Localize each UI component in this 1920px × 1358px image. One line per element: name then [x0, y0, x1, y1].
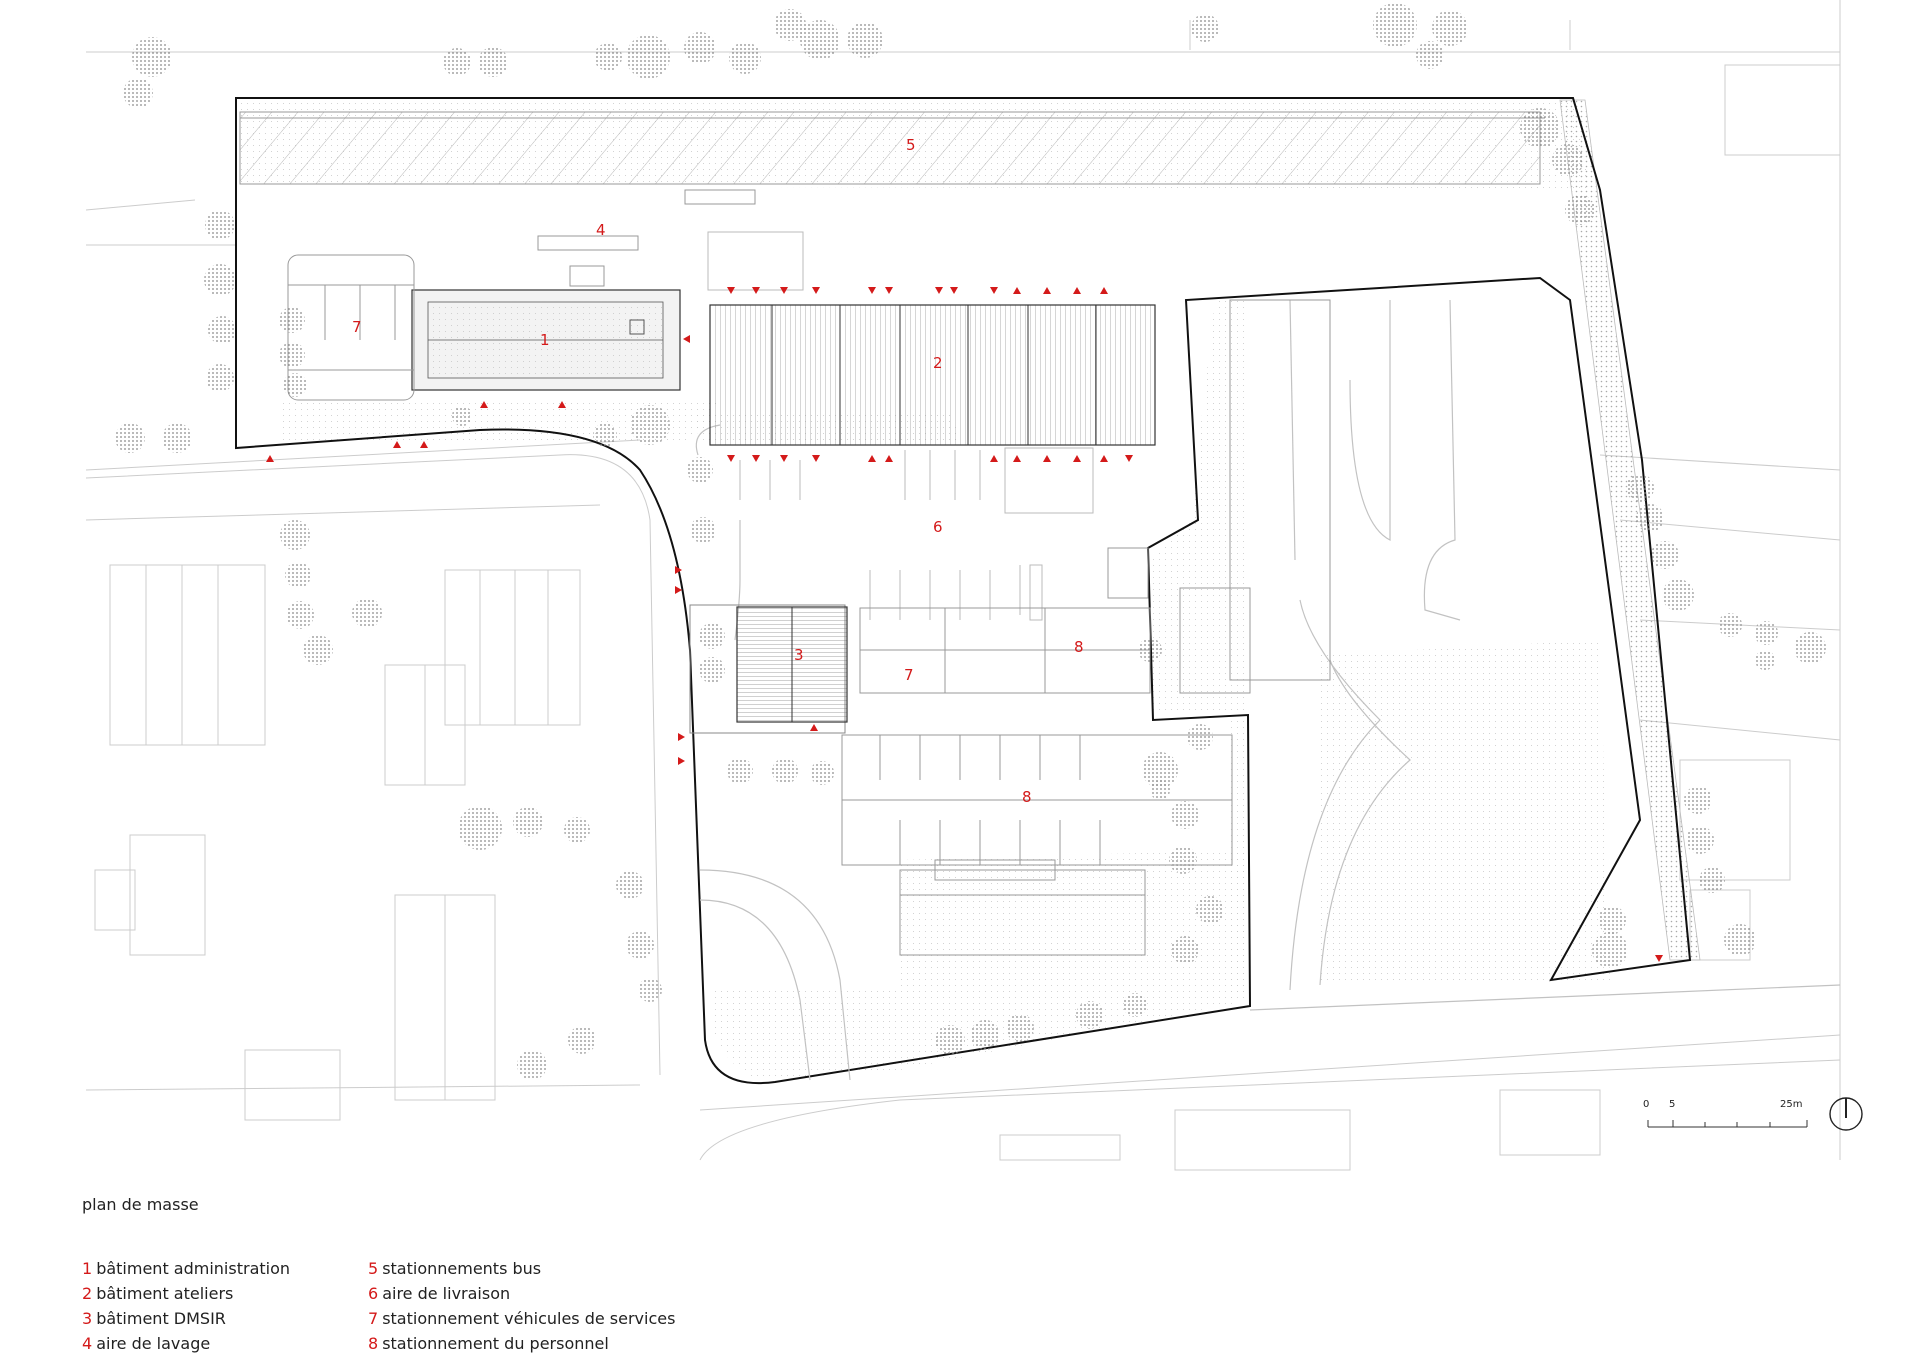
scale-label-5: 5: [1669, 1099, 1675, 1110]
internal-roads: [695, 299, 1841, 1081]
scale-label-25m: 25m: [1780, 1099, 1802, 1110]
washing-area: [537, 235, 639, 287]
building-ateliers: [709, 304, 1156, 446]
plan-title: plan de masse: [82, 1195, 199, 1214]
zone-label-6: 6: [933, 518, 943, 536]
landscape-areas: [236, 98, 1701, 1080]
zone-label-4: 4: [596, 221, 606, 239]
zone-label-7-left: 7: [352, 318, 362, 336]
zone-label-8-central: 8: [1074, 638, 1084, 656]
zone-label-3: 3: [794, 646, 804, 664]
site-boundary: [235, 97, 1692, 1084]
access-markers: [266, 287, 1663, 962]
scale-bar: 0 5 25m: [1643, 1099, 1808, 1128]
bus-parking-area: [239, 111, 1545, 205]
site-plan: 1 2 3 4 5 6 7 7 8 8 0 5 25m: [85, 0, 1863, 1171]
zone-label-2: 2: [933, 354, 943, 372]
delivery-area: [707, 231, 1094, 621]
parking-8-lower: [841, 734, 1233, 866]
parking-7-left: [287, 254, 415, 401]
context-layer: [85, 0, 1841, 1171]
building-dmsir: [689, 604, 848, 734]
zone-label-7-central: 7: [904, 666, 914, 684]
existing-building: [899, 859, 1146, 956]
scale-label-0: 0: [1643, 1099, 1649, 1110]
building-administration: [411, 289, 681, 391]
zone-label-1: 1: [540, 331, 550, 349]
zone-label-5: 5: [906, 136, 916, 154]
north-arrow-icon: [1829, 1097, 1863, 1131]
trees: [115, 3, 1826, 1080]
zone-label-8-lower: 8: [1022, 788, 1032, 806]
existing-warehouse: [1107, 299, 1331, 694]
